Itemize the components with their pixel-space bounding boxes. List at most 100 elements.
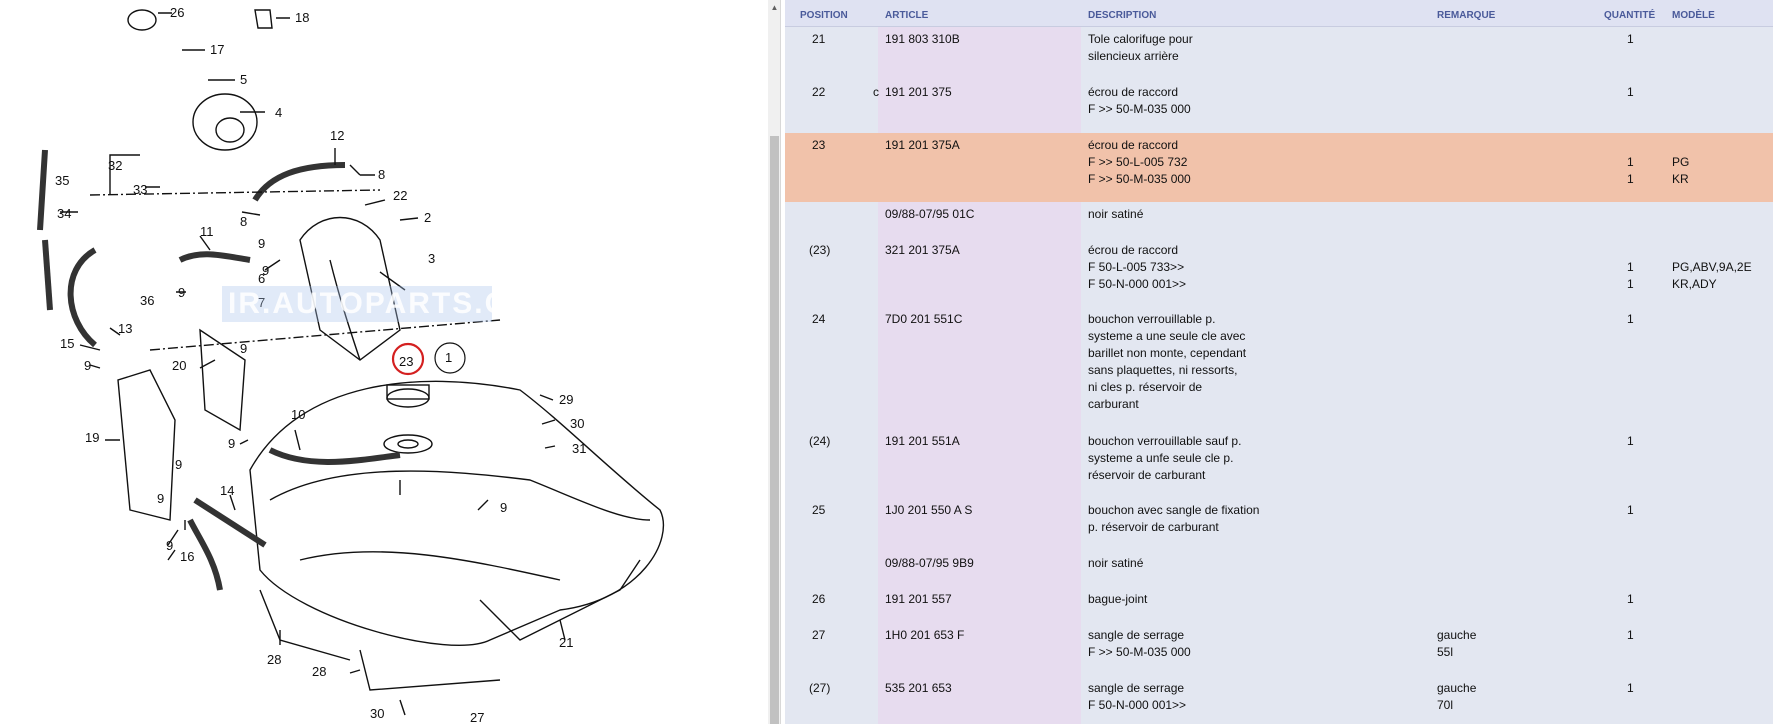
callout-3: 3 [428,251,435,266]
cell-description: F >> 50-M-035 000 [1088,645,1191,659]
cell-quantite: 1 [1627,681,1634,695]
callout-6: 6 [258,271,265,286]
cell-position: 22 [812,85,826,99]
table-row[interactable]: 23 191 201 375A écrou de raccord F >> 50-L-… [785,133,1773,206]
callout-2: 2 [424,210,431,225]
cell-quantite: 1 [1627,592,1634,606]
cell-quantite: 1 [1627,277,1634,291]
callout-21: 21 [559,635,573,650]
callout-20: 20 [172,358,186,373]
callout-23[interactable]: 23 [399,354,413,369]
cell-description: sangle de serrage [1088,681,1185,695]
callout-9: 9 [175,457,182,472]
callout-11: 11 [200,224,214,239]
callout-9: 9 [228,436,235,451]
callout-35: 35 [55,173,69,188]
callout-7: 7 [258,295,265,310]
cell-article: 191 201 375 [885,85,952,99]
cell-article: 191 201 551A [885,434,960,448]
cell-description: p. réservoir de carburant [1088,520,1219,534]
cell-remarque: 70l [1437,698,1454,712]
cell-description: bouchon verrouillable sauf p. [1088,434,1242,448]
cell-description: systeme a une seule cle avec [1088,329,1246,343]
cell-position: 23 [812,138,826,152]
callout-9: 9 [262,263,269,278]
cell-quantite: 1 [1627,312,1634,326]
cell-quantite: 1 [1627,172,1634,186]
callout-29: 29 [559,392,573,407]
scroll-up-arrow-icon[interactable]: ▲ [770,3,779,12]
header-remarque: REMARQUE [1437,10,1496,21]
cell-quantite: 1 [1627,434,1634,448]
cell-description: bouchon avec sangle de fixation [1088,503,1260,517]
cell-position: (24) [809,434,831,448]
callout-9: 9 [157,491,164,506]
cell-article: 09/88-07/95 9B9 [885,556,974,570]
cell-remarque: 55l [1437,645,1454,659]
callout-33: 33 [133,182,147,197]
cell-description: silencieux arrière [1088,49,1179,63]
callout-8: 8 [240,214,247,229]
cell-description: noir satiné [1088,207,1144,221]
cell-modele: PG [1672,155,1690,169]
callout-15: 15 [60,336,74,351]
cell-position: 24 [812,312,826,326]
cell-article: 191 201 375A [885,138,960,152]
cell-description: écrou de raccord [1088,138,1179,152]
cell-position: 25 [812,503,826,517]
callout-19: 19 [85,430,99,445]
callout-30: 30 [570,416,584,431]
cell-modele: PG,ABV,9A,2E [1672,260,1752,274]
cell-description: ni cles p. réservoir de [1088,380,1203,394]
cell-description: F 50-N-000 001>> [1088,277,1187,291]
callout-18: 18 [295,10,309,25]
table-row[interactable]: (24) 191 201 551A bouchon verrouillable sa… [785,429,1773,502]
cell-position: 27 [812,628,826,642]
callout-4: 4 [275,105,282,120]
cell-remarque: gauche [1437,681,1477,695]
cell-quantite: 1 [1627,628,1634,642]
cell-position: (27) [809,681,831,695]
callout-5: 5 [240,72,247,87]
callout-14: 14 [220,483,234,498]
vertical-scrollbar[interactable]: ▲ [768,0,781,724]
scrollbar-thumb[interactable] [770,136,779,724]
callout-13: 13 [118,321,132,336]
cell-article: 321 201 375A [885,243,960,257]
callout-26: 26 [170,5,184,20]
cell-article: 7D0 201 551C [885,312,963,326]
cell-description: sans plaquettes, ni ressorts, [1088,363,1238,377]
callout-27: 27 [470,710,484,724]
header-modele: MODÈLE [1672,10,1715,21]
cell-description: carburant [1088,397,1139,411]
cell-article: 09/88-07/95 01C [885,207,975,221]
cell-remarque: gauche [1437,628,1477,642]
cell-description: F >> 50-L-005 732 [1088,155,1188,169]
cell-description: noir satiné [1088,556,1144,570]
cell-description: réservoir de carburant [1088,468,1206,482]
callout-9: 9 [258,236,265,251]
cell-article: 191 201 557 [885,592,952,606]
callout-31: 31 [572,441,586,456]
callout-36: 36 [140,293,154,308]
cell-description: F 50-L-005 733>> [1088,260,1185,274]
table-row[interactable]: 09/88-07/95 01C noir satiné [785,202,1773,242]
cell-description: écrou de raccord [1088,85,1179,99]
cell-description: F >> 50-M-035 000 [1088,102,1191,116]
cell-description: F 50-N-000 001>> [1088,698,1187,712]
cell-description: écrou de raccord [1088,243,1179,257]
table-row[interactable]: 09/88-07/95 9B9 noir satiné [785,551,1773,591]
cell-article: 191 803 310B [885,32,960,46]
callout-9: 9 [500,500,507,515]
callout-28: 28 [267,652,281,667]
